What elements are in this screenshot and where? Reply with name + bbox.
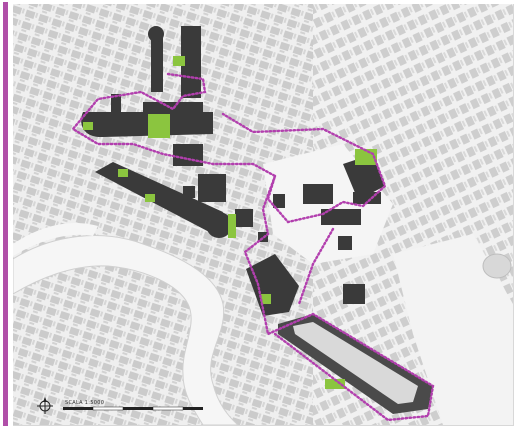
- compass-rose-icon: [37, 397, 53, 414]
- scale-bar: SCALA 1:5000: [63, 400, 203, 411]
- scale-label: SCALA 1:5000: [65, 400, 104, 406]
- walking-route: [71, 72, 435, 422]
- map-area: SCALA 1:5000: [13, 4, 514, 426]
- open-area-southeast: [393, 234, 513, 425]
- tiber-river-north: [13, 223, 98, 256]
- sidebar-accent-bar: [3, 2, 8, 426]
- tiber-river: [13, 235, 239, 425]
- map-svg: SCALA 1:5000: [13, 4, 513, 425]
- green-spaces: [83, 56, 377, 389]
- monuments: [81, 26, 433, 414]
- colosseum-circle: [482, 253, 512, 279]
